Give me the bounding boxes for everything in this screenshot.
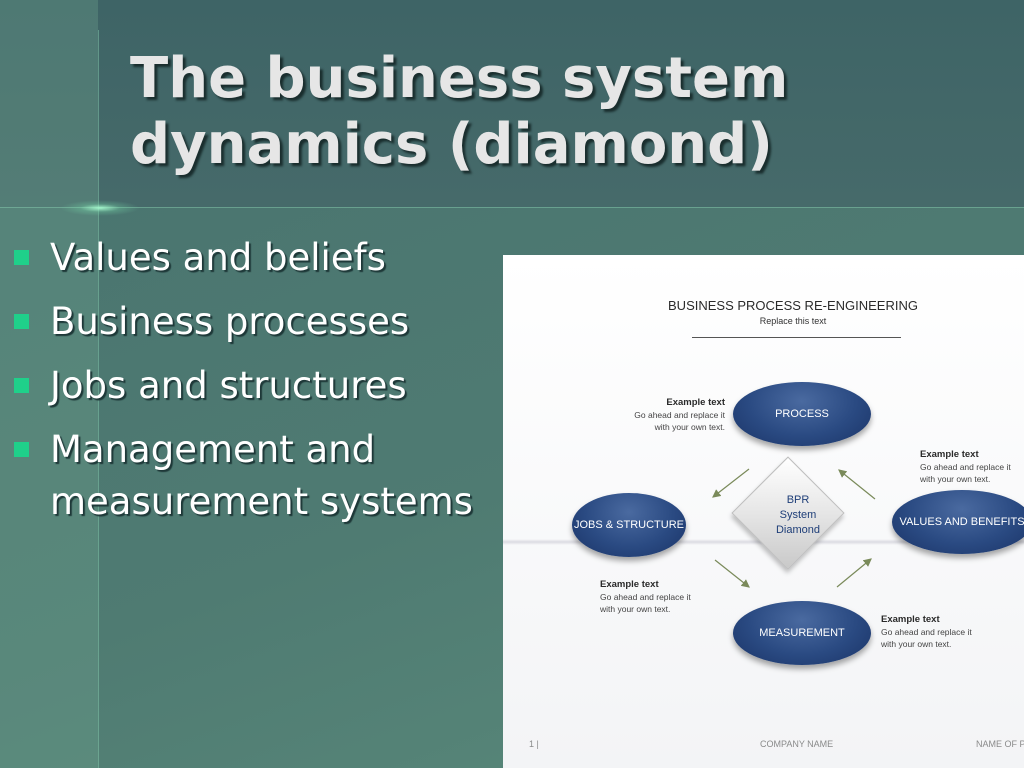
example-body-line: with your own text. xyxy=(600,604,671,614)
example-heading: Example text xyxy=(881,614,940,625)
bullet-item: Business processes xyxy=(14,296,504,348)
example-text-jobs: Example text Go ahead and replace it wit… xyxy=(600,579,710,615)
square-bullet-icon xyxy=(14,314,29,329)
bullet-text: Business processes xyxy=(50,300,410,343)
bullet-item: Management and measurement systems xyxy=(14,424,504,528)
example-heading: Example text xyxy=(666,397,725,408)
diamond-label: BPR System Diamond xyxy=(758,493,838,538)
example-heading: Example text xyxy=(920,449,979,460)
measurement-node: MEASUREMENT xyxy=(733,601,871,665)
bullet-item: Values and beliefs xyxy=(14,232,504,284)
example-body-line: Go ahead and replace it xyxy=(634,410,725,420)
example-body-line: with your own text. xyxy=(654,422,725,432)
bullet-item: Jobs and structures xyxy=(14,360,504,412)
arrow-values-to-process xyxy=(838,469,876,500)
bullet-text: Jobs and structures xyxy=(50,364,407,407)
arrow-jobs-to-measurement xyxy=(714,559,750,588)
arrows-layer xyxy=(712,468,876,588)
accent-sparkle xyxy=(60,200,140,216)
jobs-structure-node: JOBS & STRUCTURE xyxy=(572,493,686,557)
example-body-line: with your own text. xyxy=(881,639,952,649)
diagram-title: BUSINESS PROCESS RE-ENGINEERING xyxy=(668,298,918,313)
arrow-process-to-jobs xyxy=(712,468,750,498)
bullet-text: Values and beliefs xyxy=(50,236,386,279)
footer-page-number: 1 | xyxy=(529,739,539,749)
diamond-line-1: BPR xyxy=(786,494,810,506)
diagram-subtitle: Replace this text xyxy=(759,316,827,326)
example-text-process: Example text Go ahead and replace it wit… xyxy=(615,397,725,433)
diamond-line-3: Diamond xyxy=(775,524,821,536)
footer-name: NAME OF PR xyxy=(976,739,1024,749)
square-bullet-icon xyxy=(14,442,29,457)
example-heading: Example text xyxy=(600,579,659,590)
example-body-line: Go ahead and replace it xyxy=(881,627,972,637)
vertical-accent-line xyxy=(98,30,99,768)
diamond-line-2: System xyxy=(779,509,817,521)
bullet-text: Management and measurement systems xyxy=(50,428,473,523)
example-body-line: Go ahead and replace it xyxy=(600,592,691,602)
title-band xyxy=(0,0,1024,207)
footer-company-name: COMPANY NAME xyxy=(760,739,834,749)
square-bullet-icon xyxy=(14,250,29,265)
bullet-list: Values and beliefs Business processes Jo… xyxy=(14,232,504,540)
slide-title: The business system dynamics (diamond) xyxy=(130,46,789,177)
values-benefits-node: VALUES AND BENEFITS xyxy=(892,490,1024,554)
example-body-line: with your own text. xyxy=(920,474,991,484)
arrow-measurement-to-values xyxy=(836,558,872,588)
example-text-measurement: Example text Go ahead and replace it wit… xyxy=(881,614,991,650)
example-body-line: Go ahead and replace it xyxy=(920,462,1011,472)
example-text-values: Example text Go ahead and replace it wit… xyxy=(920,449,1024,485)
square-bullet-icon xyxy=(14,378,29,393)
horizontal-accent-line xyxy=(0,207,1024,208)
diagram-image: BUSINESS PROCESS RE-ENGINEERING Replace … xyxy=(503,255,1024,768)
process-node: PROCESS xyxy=(733,382,871,446)
diagram-title-rule xyxy=(692,337,901,338)
